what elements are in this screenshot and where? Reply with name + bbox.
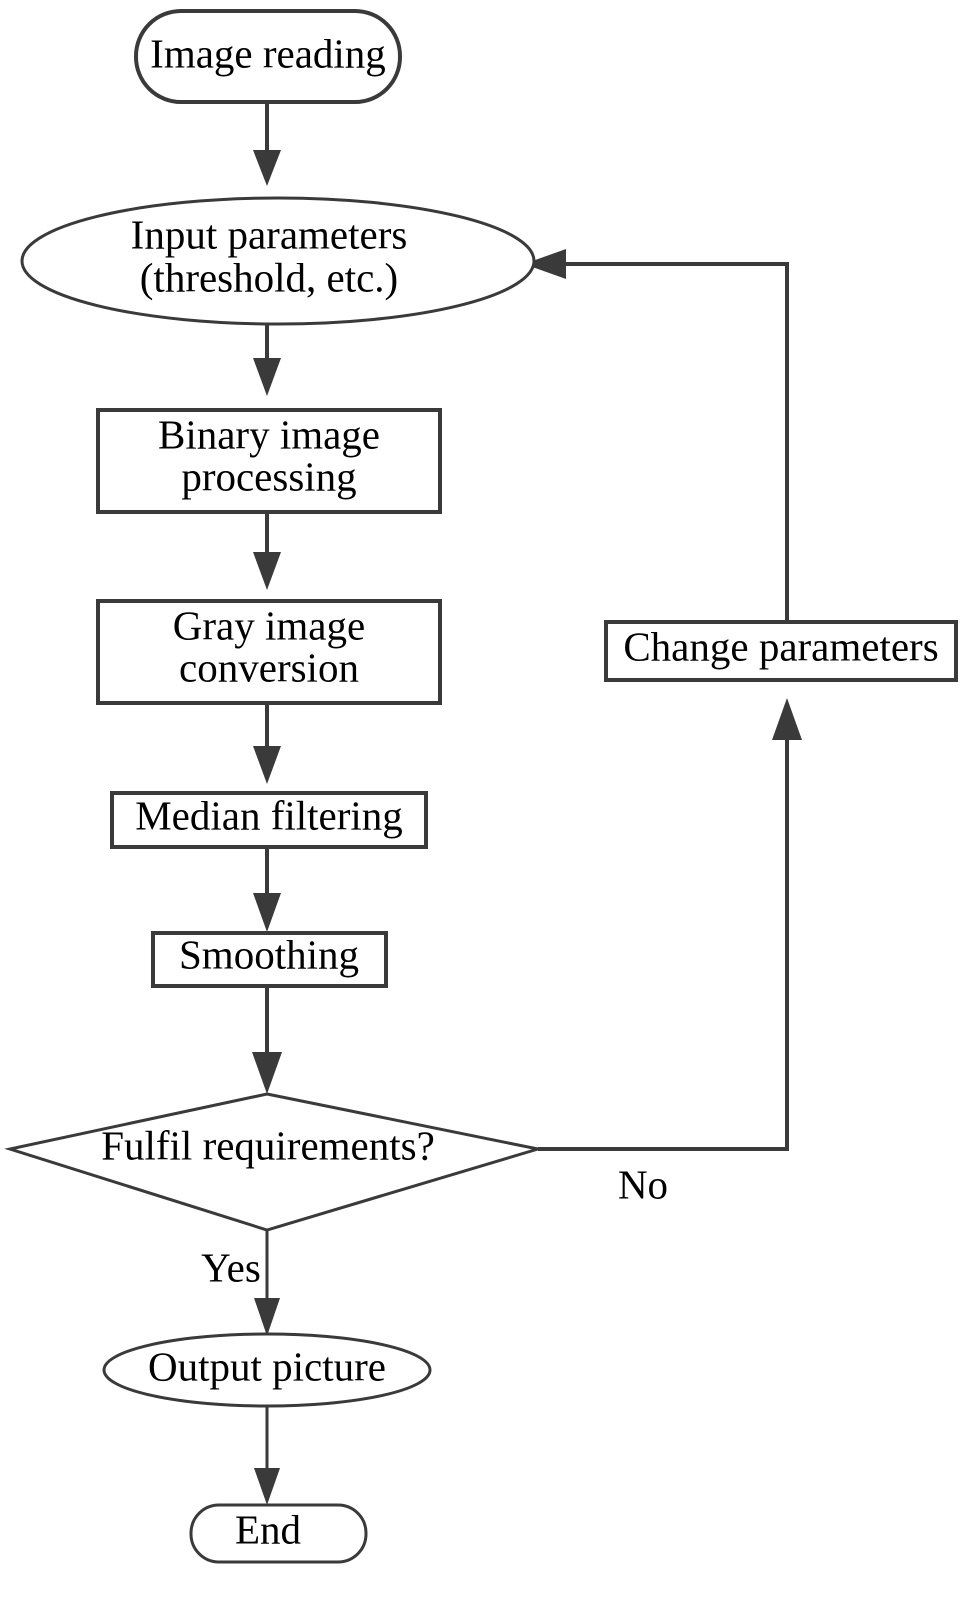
node-fulfil-requirements-decision[interactable]: Fulfil requirements? bbox=[4, 1092, 539, 1232]
node-change-parameters[interactable]: Change parameters bbox=[604, 620, 958, 682]
edge-label-yes: Yes bbox=[201, 1244, 261, 1290]
binary-image-processing-label-line2: processing bbox=[181, 453, 356, 499]
image-reading-shape bbox=[134, 9, 402, 104]
image-reading-label: Image reading bbox=[150, 30, 386, 76]
fulfil-requirements-label: Fulfil requirements? bbox=[101, 1122, 435, 1168]
edge-change-params-to-input bbox=[524, 249, 789, 637]
edge-decision-no-to-change-params bbox=[538, 698, 802, 1151]
node-binary-image-processing[interactable]: Binary image processing bbox=[96, 408, 442, 514]
node-gray-image-conversion[interactable]: Gray image conversion bbox=[96, 599, 442, 705]
edge-median-to-smoothing bbox=[253, 847, 281, 932]
smoothing-label: Smoothing bbox=[179, 931, 359, 977]
edge-binary-to-gray bbox=[253, 512, 281, 590]
median-filtering-shape bbox=[110, 791, 428, 849]
change-parameters-label: Change parameters bbox=[623, 623, 938, 669]
change-parameters-shape bbox=[604, 620, 958, 682]
end-label: End bbox=[235, 1506, 301, 1552]
node-image-reading[interactable]: Image reading bbox=[134, 9, 402, 104]
smoothing-shape bbox=[151, 931, 388, 988]
binary-image-processing-label-line1: Binary image bbox=[158, 411, 380, 457]
output-picture-shape bbox=[102, 1332, 432, 1408]
edge-start-to-input bbox=[253, 102, 281, 186]
gray-image-conversion-label-line2: conversion bbox=[179, 644, 359, 690]
binary-image-processing-shape bbox=[96, 408, 442, 514]
end-shape bbox=[189, 1503, 368, 1564]
edge-gray-to-median bbox=[253, 703, 281, 784]
edge-input-to-binary bbox=[253, 323, 281, 396]
edge-smoothing-to-decision bbox=[252, 985, 282, 1094]
median-filtering-label: Median filtering bbox=[135, 792, 403, 838]
edge-decision-yes-to-output bbox=[254, 1230, 280, 1336]
input-parameters-shape bbox=[20, 196, 536, 326]
edge-output-to-end bbox=[254, 1404, 280, 1505]
input-parameters-label-line2: (threshold, etc.) bbox=[140, 254, 398, 300]
output-picture-label: Output picture bbox=[148, 1343, 386, 1389]
node-input-parameters[interactable]: Input parameters (threshold, etc.) bbox=[20, 196, 536, 326]
gray-image-conversion-label-line1: Gray image bbox=[173, 602, 365, 648]
input-parameters-label-line1: Input parameters bbox=[131, 211, 408, 257]
node-median-filtering[interactable]: Median filtering bbox=[110, 791, 428, 849]
node-smoothing[interactable]: Smoothing bbox=[151, 931, 388, 988]
node-end[interactable]: End bbox=[189, 1503, 368, 1564]
fulfil-requirements-shape bbox=[4, 1092, 539, 1232]
gray-image-conversion-shape bbox=[96, 599, 442, 705]
edge-label-no: No bbox=[618, 1161, 668, 1207]
node-output-picture[interactable]: Output picture bbox=[102, 1332, 432, 1408]
